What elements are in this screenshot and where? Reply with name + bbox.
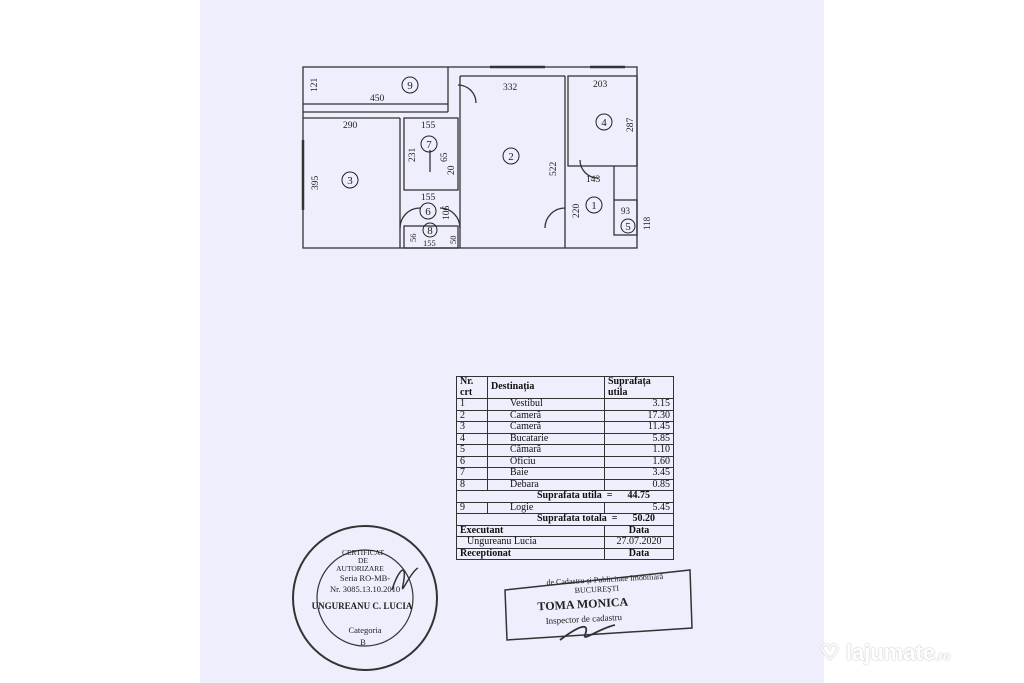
watermark-brand: lajumate [845,640,936,665]
executant-row: Ungureanu Lucia 27.07.2020 [456,536,674,549]
room-2-marker [502,147,520,165]
round-stamp-text: Categoria [348,625,381,635]
dim-label: 118 [642,216,652,230]
watermark-icon: ♡ [820,640,846,665]
receptionat-label: Receptionat [456,547,605,560]
watermark: ♡ lajumate.ro [820,640,950,666]
dim-label: 203 [593,80,608,90]
rect-stamp-name: TOMA MONICA [537,595,629,614]
room-6-marker [419,202,437,220]
room-5-marker [620,218,636,234]
dim-label: 155 [421,121,436,131]
receptionat-data-label: Data [604,547,674,560]
room-1-label: 1 [591,200,597,212]
watermark-tld: .ro [935,649,951,663]
dim-label: 395 [311,176,321,191]
dim-label: 93 [621,206,631,216]
dim-label: 50 [448,236,458,245]
signature-mark [391,567,419,591]
document-sheet [200,0,824,683]
room-3-marker [341,171,359,189]
round-stamp-text: Seria RO-MB- [340,573,390,583]
room-4-label: 4 [601,117,607,129]
room-8-label: 8 [427,225,433,237]
rect-stamp-text: BUCUREȘTI [574,584,619,595]
room-3-label: 3 [347,175,353,187]
round-stamp-text: CERTIFICAT [342,548,384,557]
dim-label: 450 [370,94,385,104]
room-9-label: 9 [407,80,413,92]
dim-label: 522 [549,162,559,177]
dim-label: 106 [442,206,452,221]
dim-label: 332 [503,83,518,93]
dim-label: 65 [440,152,450,162]
dim-label: 290 [343,121,358,131]
cell-area: 5.45 [604,501,674,514]
room-1-marker [585,196,603,214]
room-9-marker [401,76,419,94]
signature-mark [559,624,616,641]
executant-date: 27.07.2020 [604,536,674,549]
room-8-marker [422,222,438,238]
round-stamp: CERTIFICAT DE AUTORIZARE Seria RO-MB- Nr… [292,525,438,671]
room-2-label: 2 [508,151,514,163]
totala-row: Suprafata totala = 50.20 [456,513,674,526]
round-stamp-text: DE [358,556,368,565]
cell-dest: Logie [487,501,605,514]
round-stamp-text: Nr. 3085.13.10.2010 [330,584,400,594]
room-7-label: 7 [426,139,432,151]
room-5-label: 5 [625,221,631,233]
rect-stamp-role: Inspector de cadastru [545,612,622,626]
executant-label: Executant [456,524,605,537]
room-4-marker [595,113,613,131]
dim-label: 155 [421,193,436,203]
room-6-label: 6 [425,206,431,218]
dim-label: 56 [408,234,418,243]
cell-area: 11.45 [604,421,674,434]
executant-header-row: Executant Data [456,524,674,537]
dim-label: 20 [447,165,457,175]
dim-label: 143 [586,175,601,185]
dim-label: 287 [626,118,636,133]
dim-label: 231 [408,148,418,163]
dim-label: 155 [423,238,436,248]
round-stamp-text: AUTORIZARE [336,564,384,573]
cell-area: 1.10 [604,444,674,457]
receptionat-row: Receptionat Data [456,547,674,560]
dim-label: 121 [310,78,320,93]
dim-label: 220 [572,204,582,219]
totala-cell: Suprafata totala = 50.20 [456,513,674,526]
round-stamp-text: B [360,637,366,647]
data-label: Data [604,524,674,537]
room-7-marker [420,135,438,153]
round-stamp-text: UNGUREANU C. LUCIA [312,601,413,611]
col-header-nr: Nr.crt [456,376,488,399]
rect-stamp: de Cadastru și Publicitate Imobiliară BU… [504,569,693,641]
